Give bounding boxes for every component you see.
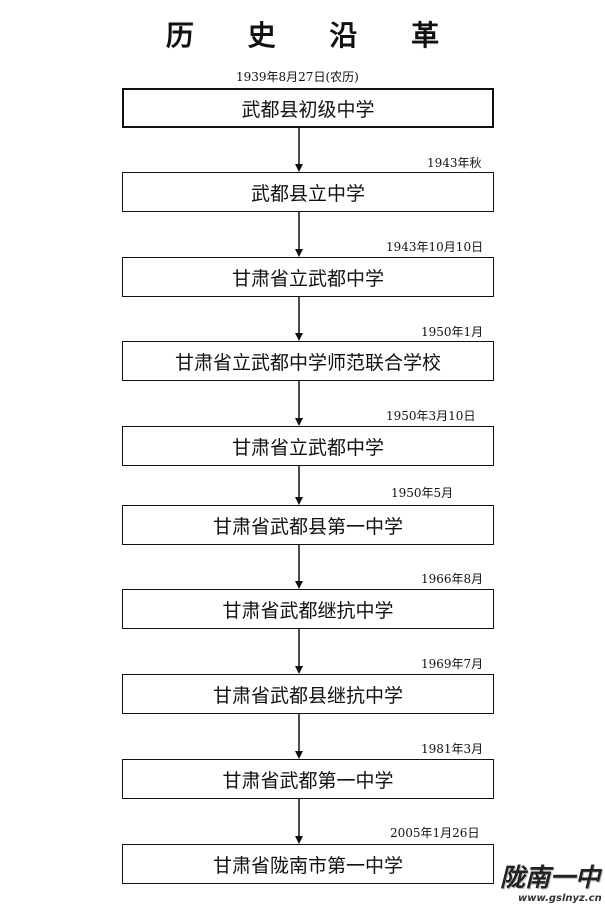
date-label: 1981年3月: [421, 742, 484, 756]
date-label: 1950年3月10日: [386, 409, 476, 423]
stage-box: 甘肃省立武都中学师范联合学校: [122, 341, 494, 381]
arrow-head-icon: [295, 418, 303, 426]
stage-box: 武都县立中学: [122, 172, 494, 212]
date-label: 1969年7月: [421, 657, 484, 671]
date-label: 1939年8月27日(农历): [236, 70, 359, 84]
arrow-head-icon: [295, 666, 303, 674]
date-label: 1950年1月: [421, 325, 484, 339]
school-logo: 陇南一中: [500, 863, 601, 892]
stage-box: 甘肃省武都县继抗中学: [122, 674, 494, 714]
arrow-head-icon: [295, 497, 303, 505]
watermark-url: www.gslnyz.cn: [518, 893, 602, 904]
date-label: 1943年10月10日: [386, 240, 484, 254]
stage-box: 甘肃省陇南市第一中学: [122, 844, 494, 884]
stage-box: 甘肃省武都继抗中学: [122, 589, 494, 629]
stage-box: 甘肃省武都第一中学: [122, 759, 494, 799]
stage-box: 甘肃省武都县第一中学: [122, 505, 494, 545]
stage-box: 甘肃省立武都中学: [122, 426, 494, 466]
date-label: 1966年8月: [421, 572, 484, 586]
page-title: 历 史 沿 革: [165, 19, 462, 52]
arrow-head-icon: [295, 164, 303, 172]
stage-box: 甘肃省立武都中学: [122, 257, 494, 297]
date-label: 2005年1月26日: [390, 826, 480, 840]
stage-box: 武都县初级中学: [122, 88, 494, 128]
date-label: 1943年秋: [427, 156, 482, 170]
date-label: 1950年5月: [391, 486, 454, 500]
arrow-head-icon: [295, 751, 303, 759]
arrow-head-icon: [295, 333, 303, 341]
arrow-head-icon: [295, 836, 303, 844]
arrow-head-icon: [295, 581, 303, 589]
arrow-head-icon: [295, 249, 303, 257]
